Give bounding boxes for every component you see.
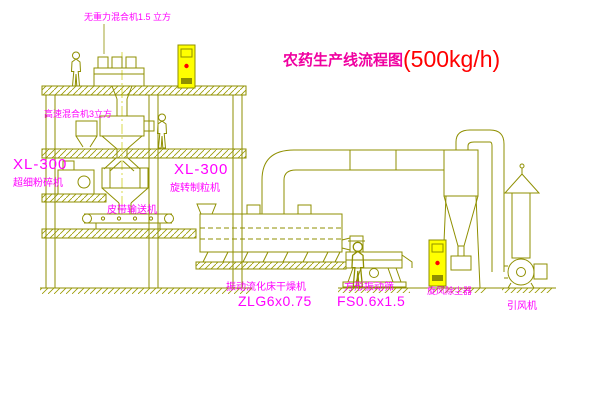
- label-belt-conveyor: 皮带输送机: [107, 205, 157, 216]
- label-pulverizer-name: 超细粉碎机: [13, 178, 63, 189]
- worker-figure: [157, 113, 167, 149]
- induced-draft-fan-machine: [504, 258, 548, 289]
- label-cyclone: 旋风除尘器: [427, 286, 473, 296]
- label-screen-name: 方形振动筛: [344, 282, 394, 293]
- label-dryer-name: 振动流化床干燥机: [226, 282, 306, 293]
- cyclone-machine: [441, 129, 505, 289]
- label-fan: 引风机: [507, 301, 537, 312]
- building-structure: [40, 85, 252, 294]
- high-speed-mixer-machine: [99, 115, 155, 172]
- control-panel-upper: [177, 44, 196, 89]
- control-panel-lower: [428, 239, 447, 288]
- label-screen-model: FS0.6x1.5: [337, 293, 406, 309]
- worker-figure: [351, 241, 365, 288]
- title-capacity: (500kg/h): [403, 46, 501, 72]
- main-exhaust-duct: [261, 149, 444, 214]
- ground-right: [338, 287, 556, 293]
- label-high-speed-mixer: 高速混合机3立方: [44, 109, 113, 119]
- belt-conveyor-machine: [82, 213, 174, 229]
- zero-gravity-mixer: [93, 24, 145, 116]
- rotary-granulator-machine: [101, 167, 149, 214]
- label-granulator-model: XL-300: [174, 161, 229, 178]
- label-pulverizer-model: XL-300: [13, 156, 68, 173]
- label-dryer-model: ZLG6x0.75: [238, 293, 312, 309]
- pulverizer-machine: [57, 160, 95, 195]
- label-granulator-name: 旋转制粒机: [170, 183, 220, 194]
- diagram-title: 农药生产线流程图(500kg/h): [283, 46, 500, 73]
- vibrating-screen-machine: [342, 235, 413, 288]
- feed-hopper: [75, 120, 98, 148]
- exhaust-stack: [503, 163, 541, 259]
- title-text: 农药生产线流程图: [283, 52, 404, 69]
- worker-figure: [71, 51, 81, 87]
- fluid-bed-dryer-machine: [195, 203, 351, 270]
- label-top-mixer: 无重力混合机1.5 立方: [84, 12, 172, 22]
